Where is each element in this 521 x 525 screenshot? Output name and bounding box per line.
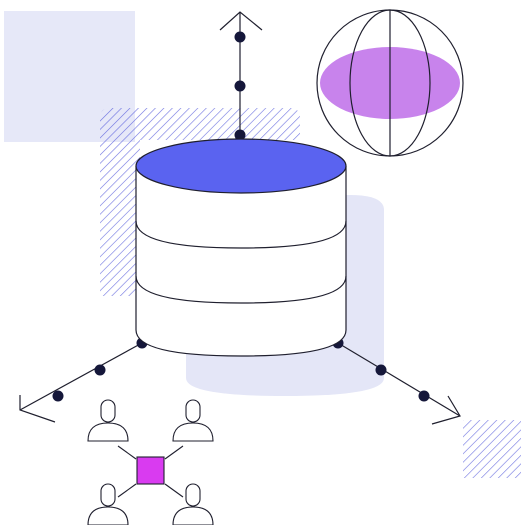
node-icon [234,129,246,141]
node-icon [52,390,64,402]
node-icon [94,364,106,376]
node-icon [418,390,430,402]
hatched-square-bottom-right [463,420,521,478]
arrow-icon [219,11,263,31]
node-icon [234,31,246,43]
database-body [135,166,347,357]
user-icon [87,399,129,442]
arrow-icon [19,395,56,423]
user-link [117,445,137,460]
node-icon [234,80,246,92]
database-icon [135,138,347,357]
axis-line-right [337,342,461,417]
connector-node [136,456,165,485]
user-link [164,445,184,460]
user-icon [172,483,214,525]
node-icon [375,364,387,376]
user-cluster [87,399,214,525]
user-link [117,483,137,498]
database-ring-2 [135,275,347,304]
arrow-icon [431,395,461,425]
user-icon [87,483,129,525]
database-top [135,138,347,194]
axis-line-left [19,342,143,411]
user-icon [172,399,214,442]
globe-icon [316,9,464,157]
user-link [164,483,184,498]
database-ring-1 [135,220,347,249]
